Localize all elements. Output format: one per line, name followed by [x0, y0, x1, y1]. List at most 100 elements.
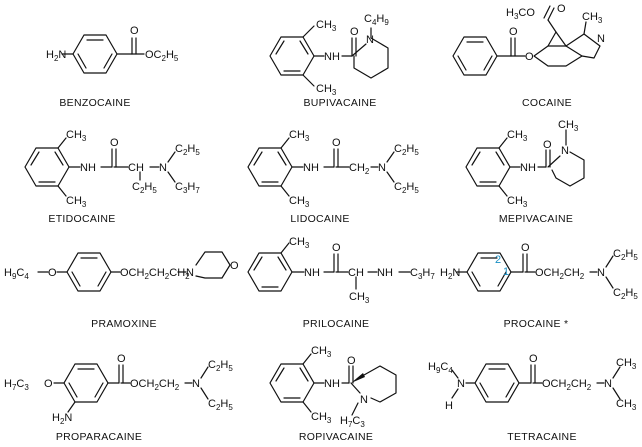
compound-name-prilocaine: PRILOCAINE	[303, 318, 370, 330]
label-position-1: 1	[503, 266, 509, 278]
label-alpha-ethyl: C2H5	[132, 181, 157, 195]
structure-proparacaine: H7C3 O H2N O OCH2CH2 N C2H5 C2H5 PROPARA…	[4, 353, 233, 443]
label-chain: OCH2CH2	[542, 378, 592, 392]
label-amide-nh: NH	[324, 378, 340, 390]
compound-name-etidocaine: ETIDOCAINE	[48, 213, 115, 225]
label-n-ethyl-1: C2H5	[613, 248, 638, 262]
label-ester: OC2H5	[145, 49, 179, 63]
label-morpholine-o: O	[230, 260, 239, 272]
label-methyl-2: CH3	[507, 195, 528, 209]
label-ether-o: O	[44, 378, 53, 390]
compound-name-pramoxine: PRAMOXINE	[91, 318, 157, 330]
label-methyl-1: CH3	[289, 129, 310, 143]
structure-cocaine: H3CO O N CH3 O O COCAINE	[452, 3, 605, 109]
label-methyl-2: CH3	[311, 411, 332, 425]
label-ring-n: N	[366, 34, 374, 46]
label-methyl-1: CH3	[316, 19, 337, 33]
label-amide-nh: NH	[304, 267, 320, 279]
label-methyl-2: CH3	[316, 83, 337, 97]
label-carbonyl-o: O	[529, 353, 538, 365]
label-carbonyl-o: O	[347, 355, 356, 367]
label-bridge-n: N	[597, 33, 605, 45]
label-methyl-1: CH3	[311, 345, 332, 359]
label-amide-nh: NH	[303, 162, 319, 174]
label-propyl: H7C3	[4, 378, 29, 392]
label-methyl-1: CH3	[66, 129, 87, 143]
label-methyl-1: CH3	[507, 129, 528, 143]
label-butyl: H9C4	[428, 361, 453, 375]
label-methyl: CH3	[289, 236, 310, 250]
label-chain: OCH2CH2	[535, 267, 585, 281]
structure-pramoxine: H9C4 O OCH2CH2CH2 N O PRAMOXINE	[4, 251, 239, 330]
label-carbonyl-o: O	[117, 353, 126, 365]
label-n-methyl-2: CH3	[616, 398, 637, 412]
label-amine: H2N	[52, 412, 72, 426]
label-ether-o: O	[48, 267, 57, 279]
label-amide-nh: NH	[80, 162, 96, 174]
label-butyl: C4H9	[364, 13, 389, 27]
label-amide-nh: NH	[520, 162, 536, 174]
label-ring-n: N	[360, 394, 368, 406]
label-carbonyl-o: O	[543, 139, 552, 151]
label-carbonyl-o: O	[521, 242, 530, 254]
label-methylene: CH2	[349, 162, 370, 176]
label-propyl: H7C3	[340, 415, 365, 429]
label-n-ethyl: C2H5	[175, 143, 200, 157]
label-carbonyl-o: O	[332, 242, 341, 254]
label-amine-n: N	[192, 378, 200, 390]
label-ester-link-o: O	[525, 51, 534, 63]
label-butyl: H9C4	[4, 267, 29, 281]
label-methyl-2: CH3	[66, 195, 87, 209]
compound-name-mepivacaine: MEPIVACAINE	[499, 213, 573, 225]
label-n-propyl: C3H7	[410, 267, 435, 281]
label-alpha-ch: CH	[128, 162, 144, 174]
structure-prilocaine: CH3 NH O CH CH3 NH C3H7 PRILOCAINE	[247, 236, 435, 330]
compound-name-bupivacaine: BUPIVACAINE	[303, 97, 376, 109]
structure-bupivacaine: CH3 CH3 NH O N C4H9 BUPIVACAINE	[269, 13, 389, 109]
label-n-ethyl-1: C2H5	[208, 359, 233, 373]
label-amine-n: N	[597, 267, 605, 279]
label-amine-n: N	[378, 162, 386, 174]
label-methyl-ester: H3CO	[506, 7, 535, 21]
label-n-methyl-1: CH3	[616, 357, 637, 371]
compound-name-benzocaine: BENZOCAINE	[59, 97, 130, 109]
label-n-ethyl-2: C2H5	[394, 181, 419, 195]
label-ring-n: N	[561, 145, 569, 157]
compound-name-procaine: PROCAINE *	[504, 318, 569, 330]
label-amide-nh: NH	[324, 51, 340, 63]
label-carbonyl-o: O	[110, 137, 119, 149]
label-chain: OCH2CH2CH2	[120, 267, 190, 281]
label-ester-o: O	[557, 3, 566, 15]
label-n-methyl: CH3	[558, 119, 579, 133]
label-amine-n: N	[159, 162, 167, 174]
compound-name-tetracaine: TETRACAINE	[507, 431, 577, 443]
structure-ropivacaine: CH3 CH3 NH O N H7C3 ROPIVACAINE	[269, 345, 397, 443]
label-n-ethyl-2: C2H5	[613, 287, 638, 301]
structure-tetracaine: H9C4 N H O OCH2CH2 N CH3 CH3 TETRACAINE	[428, 353, 637, 443]
label-amine-nh: NH	[377, 267, 393, 279]
label-n-propyl: C3H7	[175, 181, 200, 195]
label-methyl-2: CH3	[289, 195, 310, 209]
label-carbonyl-o: O	[509, 26, 518, 38]
label-amine: H2N	[46, 49, 66, 63]
label-morpholine-n: N	[186, 267, 194, 279]
label-alpha-ch: CH	[348, 267, 364, 279]
label-n-methyl: CH3	[582, 11, 603, 25]
structure-mepivacaine: CH3 CH3 NH O N CH3 MEPIVACAINE	[465, 119, 585, 225]
label-dimethyl-n: N	[604, 378, 612, 390]
compound-name-proparacaine: PROPARACAINE	[56, 431, 142, 443]
label-amine: H2N	[440, 267, 460, 281]
label-n-ethyl-1: C2H5	[394, 143, 419, 157]
structure-procaine: H2N 2 1 O OCH2CH2 N C2H5 C2H5 PROCAINE *	[440, 242, 638, 330]
structure-etidocaine: CH3 CH3 NH O CH C2H5 N C2H5 C3H7 ETIDOCA…	[24, 129, 200, 225]
structure-benzocaine: H2N O OC2H5 BENZOCAINE	[46, 25, 179, 109]
label-carbonyl-o: O	[332, 137, 341, 149]
compound-name-lidocaine: LIDOCAINE	[290, 213, 349, 225]
label-carbonyl-o: O	[130, 25, 139, 37]
label-amine-n: N	[457, 378, 465, 390]
compound-name-ropivacaine: ROPIVACAINE	[299, 431, 373, 443]
label-chain: OCH2CH2	[130, 378, 180, 392]
label-n-ethyl-2: C2H5	[208, 398, 233, 412]
label-amine-h: H	[445, 400, 453, 412]
